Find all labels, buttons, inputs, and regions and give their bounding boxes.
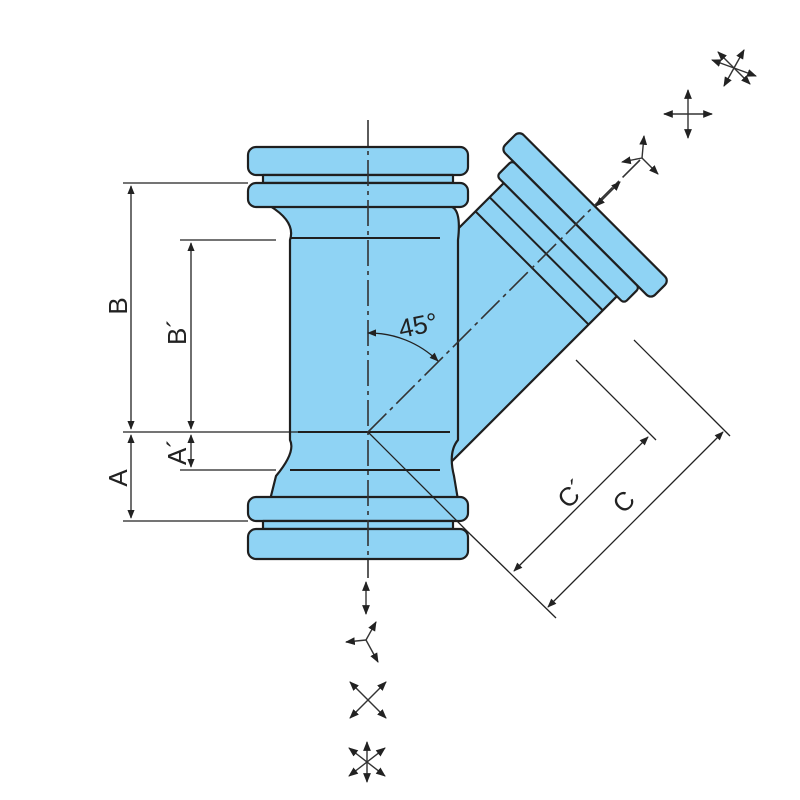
bottom-inner-flange [246,495,470,523]
multi-direction-movement-icon [348,741,386,783]
label-B-prime: B´ [162,319,192,345]
angle-arc [367,329,439,362]
label-A-prime: A´ [162,439,192,465]
branch-multi-direction-movement-icon [711,49,757,87]
top-outer-flange [246,145,470,177]
branch-centerline [367,159,641,433]
branch-four-way-movement-icon [663,89,713,139]
label-A: A [103,469,133,487]
branch-axial-movement-icon [595,181,621,207]
main-body [268,204,460,502]
bottom-outer-flange [246,527,470,561]
bottom-gasket [261,519,455,531]
label-B: B [103,297,133,314]
dimension-lines [123,182,731,619]
label-C-prime: C´ [551,473,592,514]
dimension-C [547,431,724,608]
top-inner-flange [246,181,470,209]
branch-three-way-movement-icon [621,135,659,175]
main-run [246,145,470,561]
four-way-movement-icon [349,681,387,719]
three-way-movement-icon [345,621,379,663]
label-C: C [606,484,640,518]
top-gasket [261,173,455,185]
